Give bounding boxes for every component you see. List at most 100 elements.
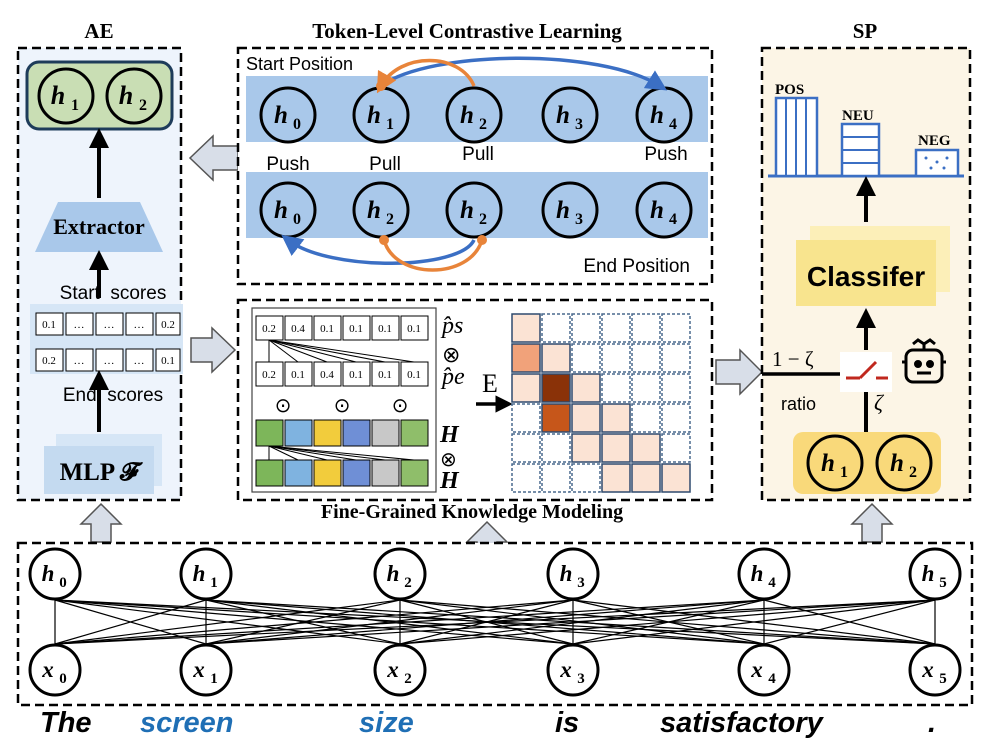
svg-text:0.2: 0.2 (262, 369, 276, 381)
heatmap-cell (511, 373, 541, 403)
svg-text:…: … (104, 319, 115, 331)
svg-text:h: h (51, 81, 65, 110)
ae-output-node-1: h 1 (37, 67, 95, 125)
neu-label: NEU (842, 108, 874, 124)
classifier-label: Classifer (807, 261, 925, 292)
odot-1: ⊙ (275, 393, 292, 417)
heatmap-cell (571, 433, 601, 463)
svg-text:2: 2 (386, 211, 394, 228)
svg-text:h: h (460, 197, 474, 224)
svg-text:4: 4 (669, 211, 677, 228)
encoder-edge (399, 599, 936, 645)
heatmap-cell (511, 433, 541, 463)
svg-text:…: … (134, 319, 145, 331)
arrow-ae-to-fgkm (190, 326, 237, 374)
hidden-nodes: h 0 h 1 h 2 h 3 h 4 h 5 (28, 547, 962, 601)
svg-text:4: 4 (768, 575, 776, 591)
heatmap-cell (661, 373, 691, 403)
svg-text:2: 2 (479, 116, 487, 133)
heatmap-cell (631, 373, 661, 403)
svg-text:5: 5 (939, 671, 947, 687)
svg-text:h: h (650, 102, 664, 129)
svg-text:0.2: 0.2 (42, 355, 56, 367)
svg-text:0.1: 0.1 (407, 323, 421, 335)
svg-text:x: x (41, 657, 54, 682)
robot-icon (902, 338, 946, 384)
pe-label: p̂e (440, 364, 465, 390)
ae-title: AE (84, 19, 113, 43)
tlcl-title: Token-Level Contrastive Learning (312, 19, 622, 43)
ps-pe-links (268, 339, 415, 363)
svg-text:2: 2 (404, 671, 412, 687)
bottom-push-arc (281, 234, 476, 265)
H-label-2: H (439, 468, 460, 494)
heatmap-cell (661, 313, 691, 343)
svg-text:0.1: 0.1 (320, 323, 334, 335)
svg-text:x: x (750, 657, 763, 682)
sp-input-box (793, 432, 941, 494)
odot-2: ⊙ (334, 393, 351, 417)
svg-text:2: 2 (479, 211, 487, 228)
H-vector-2 (255, 459, 429, 487)
svg-text:h: h (367, 197, 381, 224)
heatmap-cell (631, 433, 661, 463)
arrow-encoder-to-ae (79, 502, 123, 543)
svg-text:h: h (650, 197, 664, 224)
heatmap-cell (541, 463, 571, 493)
svg-text:1: 1 (71, 97, 79, 114)
encoder-edge (54, 599, 765, 645)
heatmap-cell (541, 343, 571, 373)
svg-text:0: 0 (293, 116, 301, 133)
heatmap-cell (541, 313, 571, 343)
svg-text:3: 3 (575, 116, 583, 133)
svg-text:3: 3 (575, 211, 583, 228)
ae-output-node-2: h 2 (105, 67, 163, 125)
sp-input-node-1: h 1 (806, 434, 864, 492)
heatmap-cell (571, 373, 601, 403)
token-is: is (555, 707, 579, 739)
svg-text:1: 1 (210, 671, 218, 687)
svg-text:h: h (274, 102, 288, 129)
svg-text:0: 0 (59, 671, 67, 687)
heatmap-cell (571, 463, 601, 493)
heatmap-cell (601, 463, 631, 493)
heatmap-cell (661, 343, 691, 373)
svg-text:0.1: 0.1 (291, 369, 305, 381)
heatmap-cell (601, 373, 631, 403)
heatmap-cell (631, 403, 661, 433)
svg-text:…: … (74, 319, 85, 331)
svg-text:0: 0 (293, 211, 301, 228)
extractor-trapezoid (35, 202, 163, 252)
pos-label: POS (775, 82, 804, 98)
svg-text:0.1: 0.1 (349, 323, 363, 335)
heatmap-cell (601, 343, 631, 373)
top-push-arc (379, 56, 668, 91)
arrow-fgkm-to-sp (715, 348, 764, 396)
svg-text:1: 1 (840, 464, 848, 481)
gate-switch (840, 352, 892, 392)
token-the: The (40, 707, 92, 739)
top-pull-arc (376, 58, 476, 94)
svg-text:h: h (890, 450, 904, 477)
E-label: E (482, 369, 498, 398)
encoder-edge (54, 599, 574, 645)
push-label-1: Push (266, 154, 309, 175)
svg-text:h: h (751, 561, 764, 586)
svg-text:2: 2 (139, 97, 147, 114)
heatmap-cell (511, 463, 541, 493)
ratio-label: ratio (781, 394, 816, 414)
svg-text:3: 3 (577, 671, 585, 687)
heatmap-cell (541, 403, 571, 433)
pos-bar-icon (774, 96, 819, 178)
svg-text:1: 1 (210, 575, 218, 591)
heatmap-cell (571, 403, 601, 433)
neu-bar-icon (840, 122, 881, 178)
mlp-box (44, 446, 154, 494)
svg-text:0.1: 0.1 (349, 369, 363, 381)
neg-label: NEG (918, 133, 951, 149)
encoder-edge (763, 599, 936, 645)
svg-text:0.1: 0.1 (378, 323, 392, 335)
svg-text:…: … (74, 355, 85, 367)
svg-text:h: h (42, 561, 55, 586)
